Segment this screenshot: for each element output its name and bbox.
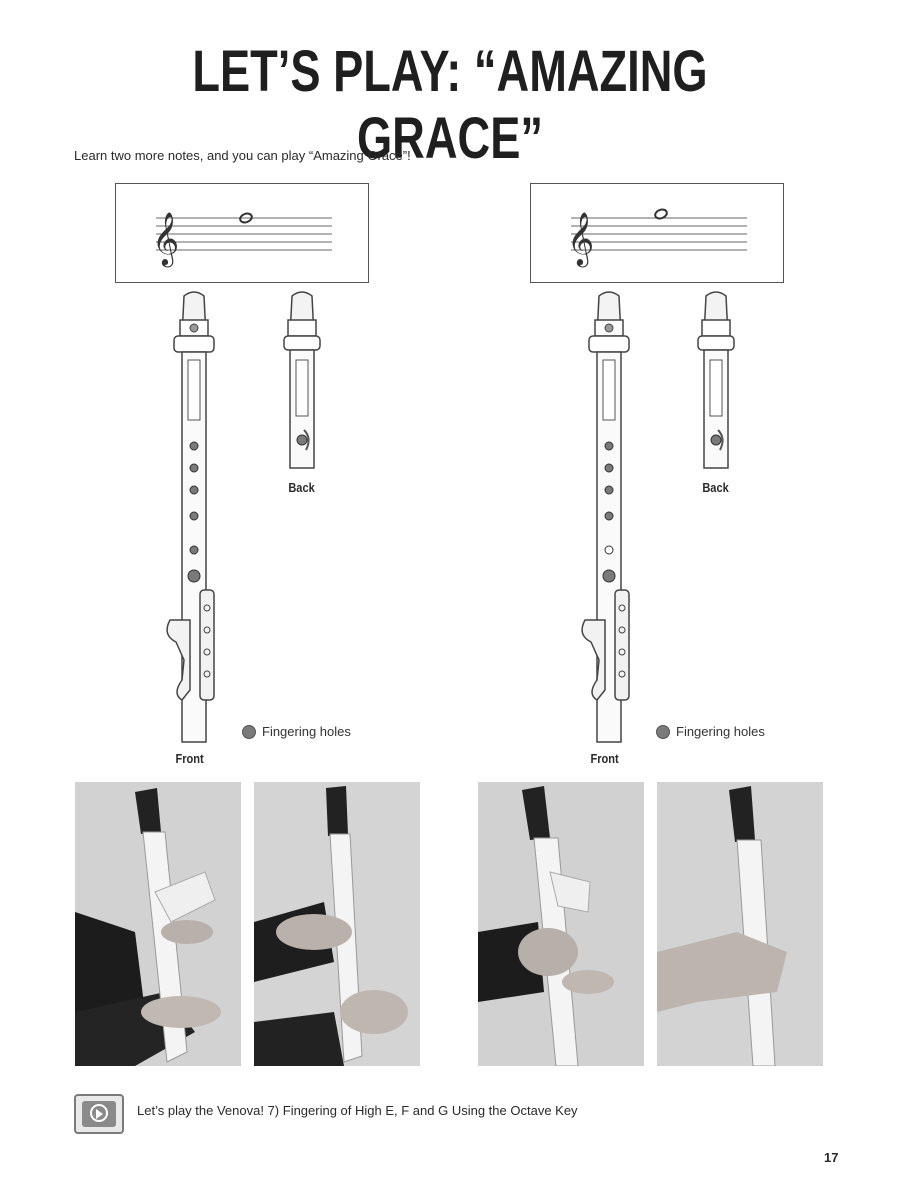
music-staff-2: 𝄞 [567, 208, 747, 267]
photo-fingering-1 [75, 782, 241, 1066]
filled-hole [189, 485, 199, 495]
front-holes-1 [187, 441, 201, 583]
filled-hole-icon [656, 724, 670, 739]
music-staff-1: 𝄞 [152, 211, 332, 267]
filled-hole [189, 545, 199, 555]
front-holes-2 [602, 441, 616, 583]
open-hole [604, 545, 614, 555]
instrument-front-2 [575, 290, 645, 755]
instrument-front-1 [160, 290, 230, 755]
venova-front-icon [166, 291, 215, 743]
audio-play-button[interactable] [74, 1094, 124, 1134]
back-label-1: Back [288, 480, 315, 495]
filled-hole [602, 569, 616, 583]
filled-hole [189, 511, 199, 521]
thumb-hole [710, 434, 722, 446]
filled-hole [604, 441, 614, 451]
instrument-back-1 [280, 290, 324, 480]
venova-front-icon [581, 291, 630, 743]
photo-fingering-3 [478, 782, 644, 1066]
intro-text: Learn two more notes, and you can play “… [74, 148, 411, 163]
play-icon [90, 1104, 108, 1122]
staff-box-1: 𝄞 [115, 183, 369, 283]
filled-hole-icon [242, 724, 256, 739]
filled-hole [189, 441, 199, 451]
whole-note [239, 212, 253, 224]
legend-label: Fingering holes [676, 724, 765, 739]
treble-clef-icon: 𝄞 [152, 211, 179, 267]
staff-box-2: 𝄞 [530, 183, 784, 283]
thumb-hole [296, 434, 308, 446]
filled-hole [604, 463, 614, 473]
treble-clef-icon: 𝄞 [567, 211, 594, 267]
filled-hole [187, 569, 201, 583]
legend-label: Fingering holes [262, 724, 351, 739]
front-label-2: Front [590, 751, 619, 766]
photo-fingering-2 [254, 782, 420, 1066]
front-label-1: Front [175, 751, 204, 766]
legend-1: Fingering holes [242, 724, 351, 739]
whole-note [654, 208, 668, 220]
filled-hole [604, 511, 614, 521]
venova-back-icon [697, 291, 735, 469]
page-title: LET’S PLAY: “AMAZING GRACE” [192, 39, 708, 171]
legend-2: Fingering holes [656, 724, 765, 739]
photo-fingering-4 [657, 782, 823, 1066]
instrument-back-2 [694, 290, 738, 480]
filled-hole [189, 463, 199, 473]
filled-hole [604, 485, 614, 495]
page-number: 17 [824, 1150, 839, 1165]
back-label-2: Back [702, 480, 729, 495]
venova-back-icon [283, 291, 321, 469]
audio-track-label: Let’s play the Venova! 7) Fingering of H… [137, 1103, 578, 1118]
